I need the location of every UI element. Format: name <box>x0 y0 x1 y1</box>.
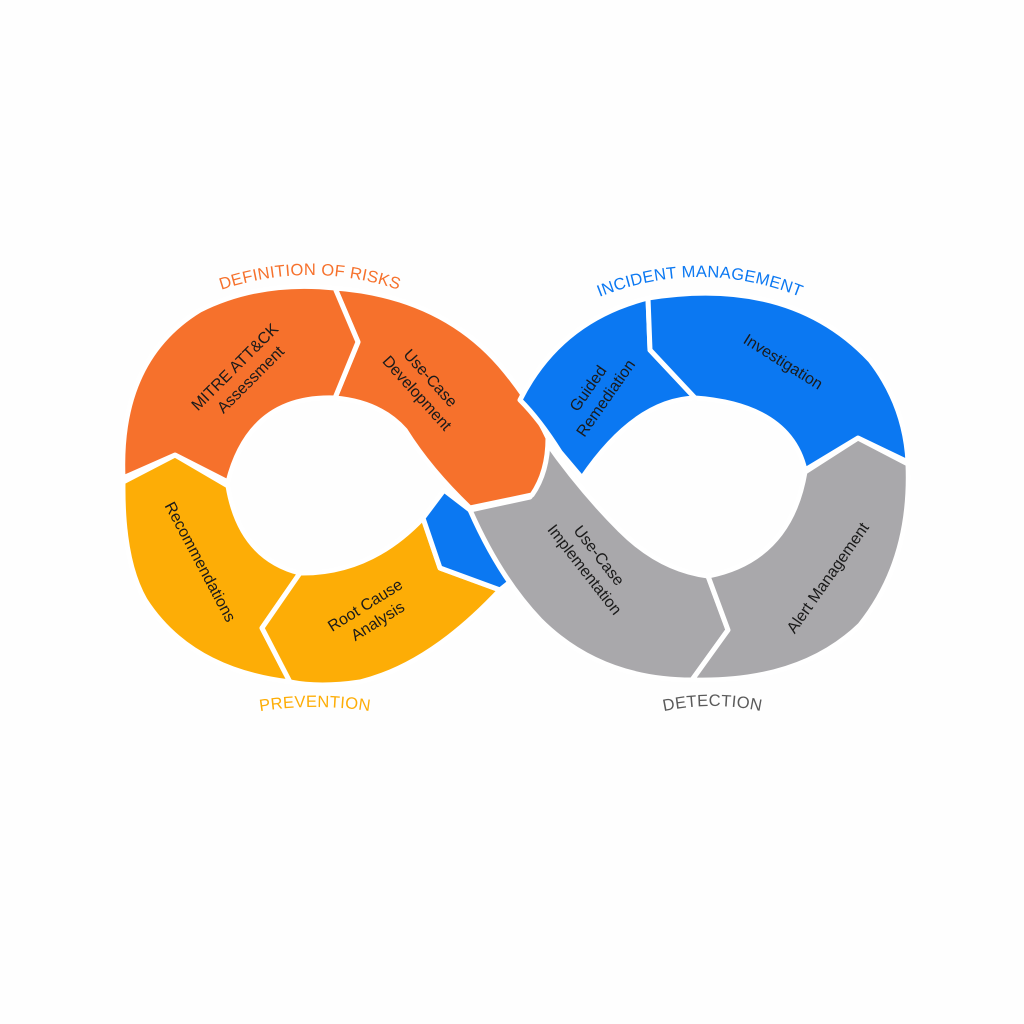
segment-guided-remediation[interactable] <box>517 295 698 481</box>
segment-investigation[interactable] <box>645 290 911 473</box>
phase-label-detection: DETECTION <box>661 692 763 715</box>
segment-alert-management[interactable] <box>689 435 911 683</box>
phase-label-prevention: PREVENTION <box>258 693 372 715</box>
segment-root-cause-analysis[interactable] <box>259 515 503 688</box>
segment-use-case-development[interactable] <box>332 285 551 511</box>
segment-mitre-attck-assessment[interactable] <box>120 283 361 485</box>
segment-recommendations[interactable] <box>120 452 303 685</box>
